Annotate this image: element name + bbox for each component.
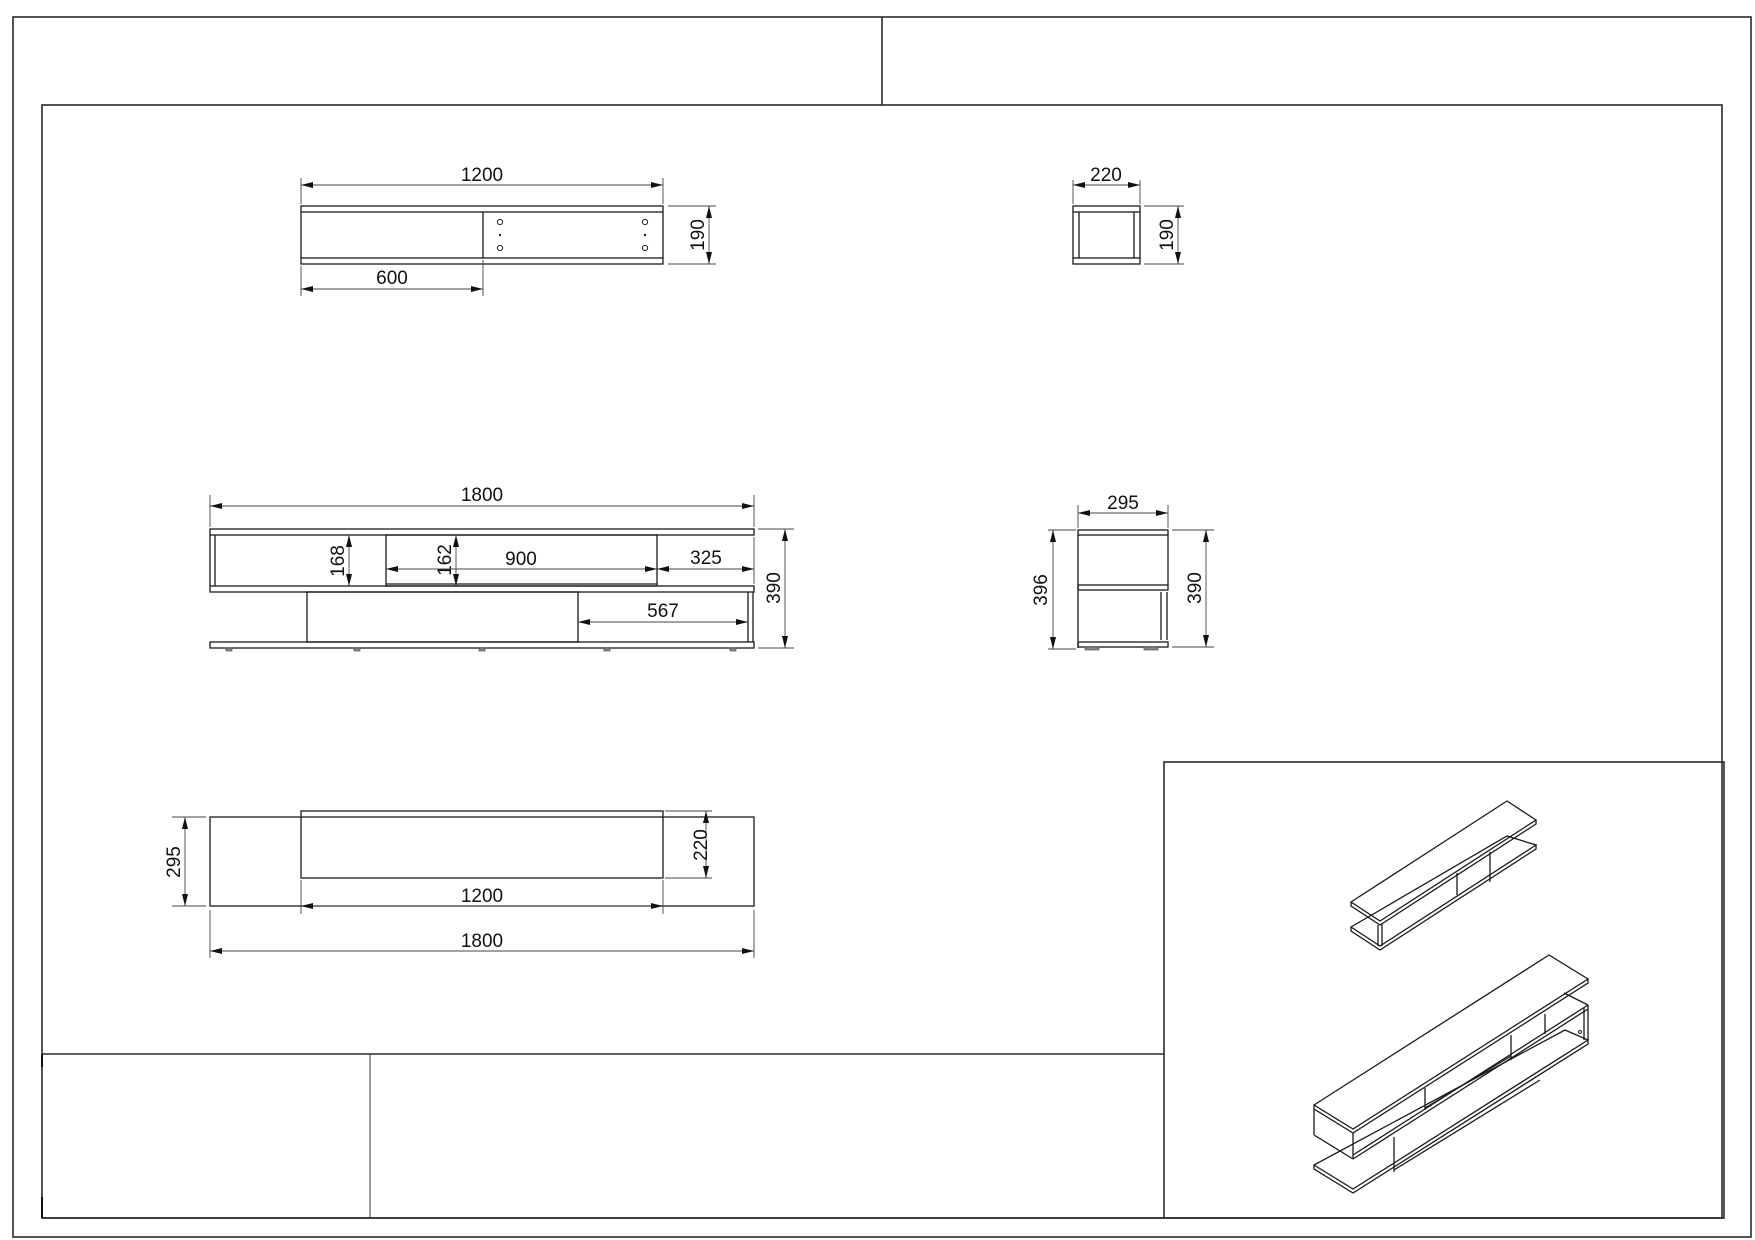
dim-1200-plan: 1200 xyxy=(461,886,503,907)
dim-325: 325 xyxy=(690,548,722,569)
dim-396: 396 xyxy=(1031,574,1052,606)
isometric-panel xyxy=(1163,761,1725,1219)
view-large-unit-front: 1800 168 162 900 325 567 390 xyxy=(209,485,794,652)
dim-1800-plan: 1800 xyxy=(461,931,503,952)
dim-190-side: 190 xyxy=(1157,219,1178,251)
view-small-unit-side: 220 190 xyxy=(1072,165,1184,265)
dim-390-side: 390 xyxy=(1185,572,1206,604)
view-small-unit-elevation: 1200 600 190 xyxy=(300,165,716,296)
dim-1200-top: 1200 xyxy=(461,165,503,186)
isometric-large-unit xyxy=(1312,954,1590,1194)
dim-390-front: 390 xyxy=(764,572,785,604)
view-large-unit-side: 295 396 390 xyxy=(1031,493,1214,651)
dim-220-plan: 220 xyxy=(691,829,712,861)
view-plan: 295 220 1200 1800 xyxy=(164,810,755,958)
dim-190-elev: 190 xyxy=(688,219,709,251)
isometric-small-unit xyxy=(1349,800,1538,951)
dim-567: 567 xyxy=(647,601,679,622)
title-block xyxy=(41,1053,1164,1219)
dim-295-plan: 295 xyxy=(164,846,185,878)
dim-1800-front: 1800 xyxy=(461,485,503,506)
dim-600: 600 xyxy=(376,268,408,289)
dim-900: 900 xyxy=(505,549,537,570)
dim-162: 162 xyxy=(435,544,456,576)
dim-295-side: 295 xyxy=(1107,493,1139,514)
dim-220-side: 220 xyxy=(1090,165,1122,186)
dim-168: 168 xyxy=(328,545,349,577)
